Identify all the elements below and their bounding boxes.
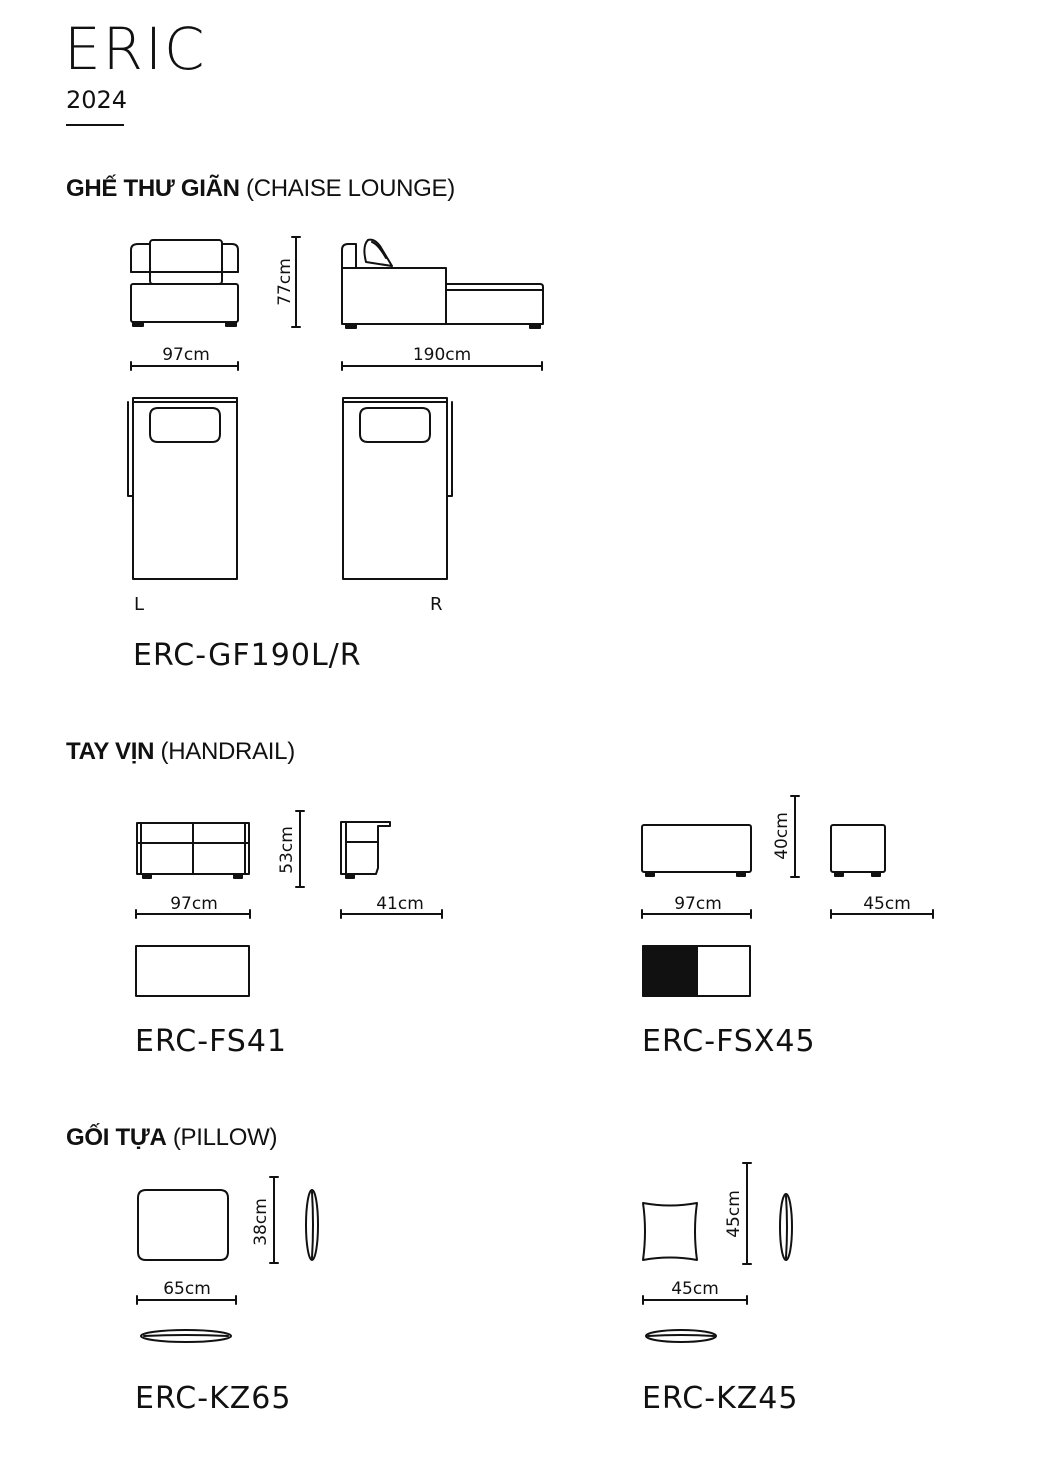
section-title-chaise: GHẾ THƯ GIÃN (CHAISE LOUNGE): [66, 177, 455, 201]
dim-fsx45-width: [641, 909, 752, 919]
kz45-side-view: [779, 1193, 793, 1261]
chaise-top-view-left: [127, 397, 238, 580]
section-title-pillow-sub: (PILLOW): [172, 1124, 278, 1151]
page-title: ERIC: [64, 15, 207, 83]
dim-fsx45-width-label: 97cm: [674, 894, 722, 914]
dim-fsx45-height: [790, 795, 800, 878]
model-code-fs41: ERC-FS41: [135, 1024, 288, 1059]
label-right: R: [430, 594, 443, 615]
model-code-chaise: ERC-GF190L/R: [133, 638, 362, 673]
page-year: 2024: [66, 86, 128, 114]
kz65-top-view: [140, 1329, 232, 1343]
section-title-handrail-sub: (HANDRAIL): [160, 738, 296, 765]
fs41-front-view: [136, 822, 250, 879]
fs41-side-view: [340, 821, 391, 879]
dim-kz65-height-label: 38cm: [251, 1198, 271, 1246]
fsx45-top-view: [642, 945, 751, 997]
dim-fsx45-depth: [830, 909, 934, 919]
fsx45-side-view: [830, 824, 886, 877]
dim-chaise-height-label: 77cm: [275, 258, 295, 306]
dim-kz45-width: [642, 1295, 748, 1305]
section-title-pillow: GỐI TỰA (PILLOW): [66, 1126, 277, 1150]
title-underline: [66, 124, 124, 126]
dim-kz45-height: [742, 1162, 752, 1265]
dim-chaise-height: [291, 236, 301, 328]
dim-kz65-width: [136, 1295, 237, 1305]
dim-fsx45-height-label: 40cm: [772, 812, 792, 860]
dim-fsx45-depth-label: 45cm: [863, 894, 911, 914]
dim-chaise-width: [130, 361, 239, 371]
chaise-top-view-right: [342, 397, 453, 580]
kz65-front-view: [137, 1189, 229, 1261]
dim-fs41-width-label: 97cm: [170, 894, 218, 914]
section-title-handrail-bold: TAY VỊN: [66, 738, 155, 765]
dim-chaise-width-label: 97cm: [162, 345, 210, 365]
model-code-kz65: ERC-KZ65: [135, 1381, 292, 1416]
chaise-side-view: [341, 238, 544, 329]
kz65-side-view: [305, 1189, 319, 1261]
fsx45-front-view: [641, 824, 752, 877]
dim-fs41-height-label: 53cm: [277, 826, 297, 874]
model-code-kz45: ERC-KZ45: [642, 1381, 799, 1416]
section-title-chaise-bold: GHẾ THƯ GIÃN: [66, 175, 240, 202]
dim-kz65-height: [269, 1176, 279, 1264]
dim-kz45-height-label: 45cm: [724, 1190, 744, 1238]
chaise-front-view: [130, 239, 239, 327]
dim-fs41-height: [295, 810, 305, 888]
dim-fs41-depth: [340, 909, 443, 919]
dim-chaise-length-label: 190cm: [413, 345, 471, 365]
kz45-front-view: [642, 1202, 698, 1261]
label-left: L: [134, 594, 145, 615]
fs41-top-view: [135, 945, 250, 997]
dim-kz65-width-label: 65cm: [163, 1279, 211, 1299]
dim-fs41-depth-label: 41cm: [376, 894, 424, 914]
dim-fs41-width: [135, 909, 251, 919]
section-title-chaise-sub: (CHAISE LOUNGE): [246, 175, 455, 202]
model-code-fsx45: ERC-FSX45: [642, 1024, 816, 1059]
section-title-pillow-bold: GỐI TỰA: [66, 1124, 167, 1151]
dim-kz45-width-label: 45cm: [671, 1279, 719, 1299]
dim-chaise-length: [341, 361, 543, 371]
kz45-top-view: [645, 1329, 717, 1343]
section-title-handrail: TAY VỊN (HANDRAIL): [66, 740, 295, 764]
